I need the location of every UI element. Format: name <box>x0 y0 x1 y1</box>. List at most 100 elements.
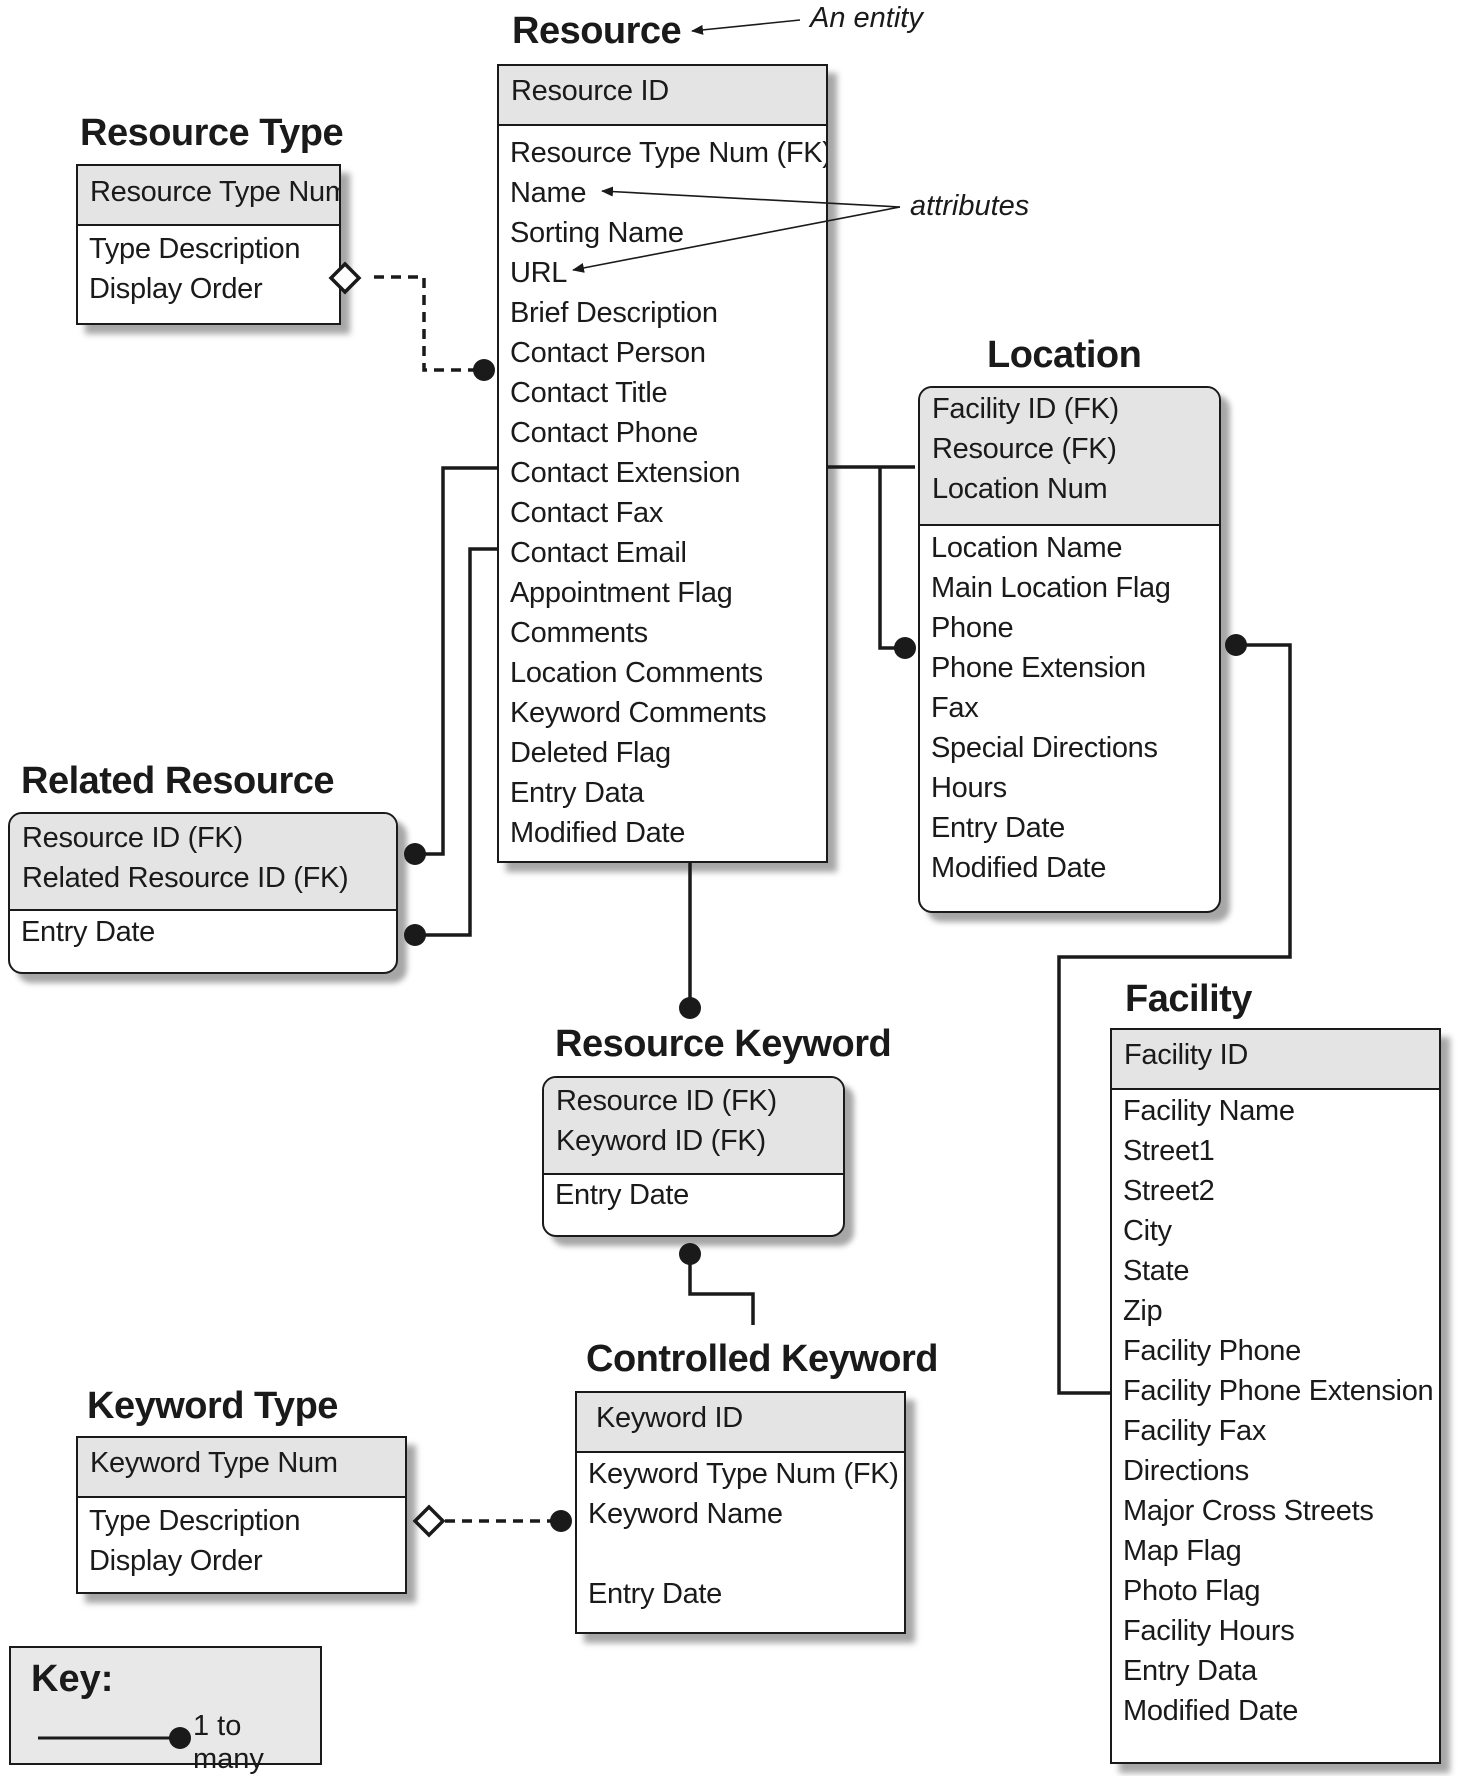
attribute-field: Modified Date <box>1123 1695 1299 1727</box>
attribute-field: State <box>1123 1255 1190 1287</box>
attribute-field: Directions <box>1123 1455 1249 1487</box>
primary-key-section: Resource ID (FK) Keyword ID (FK) <box>544 1078 843 1175</box>
attribute-field: Location Comments <box>510 657 763 689</box>
entity-title: Keyword Type <box>87 1385 338 1427</box>
attribute-field: Contact Email <box>510 537 687 569</box>
entity-box: Resource ID (FK) Related Resource ID (FK… <box>8 812 398 974</box>
entity-title: Resource Type <box>80 112 344 154</box>
many-dot <box>679 997 701 1019</box>
attribute-field: Phone Extension <box>931 652 1146 684</box>
attribute-field: Deleted Flag <box>510 737 671 769</box>
rel-resource-location <box>828 465 915 650</box>
rel-controlled-resource-keyword <box>688 1254 755 1325</box>
entity-title: Related Resource <box>21 760 335 802</box>
attribute-field: Hours <box>931 772 1007 804</box>
entity-arrow <box>691 19 801 35</box>
attribute-field: Type Description <box>89 1505 301 1537</box>
attribute-field: Special Directions <box>931 732 1158 764</box>
attribute-field: Contact Person <box>510 337 706 369</box>
attribute-field: City <box>1123 1215 1172 1247</box>
rel-resource-related-1 <box>415 466 497 856</box>
attribute-field: Entry Date <box>21 916 155 948</box>
legend-title: Key: <box>31 1658 114 1700</box>
attribute-field: Facility Fax <box>1123 1415 1267 1447</box>
many-dot <box>894 637 916 659</box>
key-field: Resource ID (FK) <box>556 1085 777 1117</box>
entity-title: Facility <box>1125 978 1252 1020</box>
attribute-field: Main Location Flag <box>931 572 1171 604</box>
many-dot <box>404 843 426 865</box>
attribute-field: Keyword Name <box>588 1498 783 1530</box>
many-dot <box>679 1243 701 1265</box>
attribute-field: Street2 <box>1123 1175 1215 1207</box>
attribute-field: Name <box>510 177 587 209</box>
attribute-field: Display Order <box>89 1545 263 1577</box>
entity-title: Controlled Keyword <box>586 1338 939 1380</box>
attribute-field: Display Order <box>89 273 263 305</box>
key-field: Location Num <box>932 473 1108 505</box>
attribute-field: Entry Date <box>555 1179 689 1211</box>
primary-key-section: Resource ID (FK) Related Resource ID (FK… <box>10 814 396 911</box>
attribute-list: Entry Date <box>10 911 396 952</box>
attribute-field: Fax <box>931 692 979 724</box>
attribute-field: Type Description <box>89 233 301 265</box>
entity-title: Resource Keyword <box>555 1023 892 1065</box>
rel-resource-type-resource <box>374 275 482 372</box>
entity-annotation: An entity <box>810 2 923 34</box>
entity-title: Resource <box>512 10 682 52</box>
legend-key: Key: 1 to many <box>9 1646 322 1775</box>
attribute-field: Entry Data <box>510 777 644 809</box>
attribute-field: Modified Date <box>931 852 1107 884</box>
attribute-field: Location Name <box>931 532 1123 564</box>
key-field: Facility ID <box>1124 1039 1248 1071</box>
rel-facility-location <box>1057 643 1292 1395</box>
key-field: Keyword ID <box>596 1402 743 1434</box>
primary-key-section: Keyword Type Num <box>78 1438 405 1498</box>
attribute-field: Street1 <box>1123 1135 1215 1167</box>
attribute-field: Facility Name <box>1123 1095 1295 1127</box>
attribute-field: Appointment Flag <box>510 577 733 609</box>
many-dot <box>550 1510 572 1532</box>
attribute-field: Phone <box>931 612 1014 644</box>
primary-key-section: Resource Type Num <box>78 166 339 226</box>
attribute-field: Keyword Type Num (FK) <box>588 1458 899 1490</box>
diamond-icon <box>328 261 362 295</box>
attribute-field: Sorting Name <box>510 217 684 249</box>
attribute-field: Facility Phone Extension <box>1123 1375 1434 1407</box>
attribute-arrow <box>572 206 901 273</box>
key-field: Facility ID (FK) <box>932 393 1119 425</box>
many-dot <box>404 924 426 946</box>
entity-box: Keyword ID Keyword Type Num (FK) Keyword … <box>575 1391 906 1634</box>
key-field: Resource ID <box>511 75 669 107</box>
rel-resource-related-2 <box>415 547 497 937</box>
attributes-annotation: attributes <box>910 190 1030 222</box>
attribute-field: Entry Date <box>931 812 1065 844</box>
attribute-field: Keyword Comments <box>510 697 767 729</box>
attribute-field: Major Cross Streets <box>1123 1495 1374 1527</box>
many-dot <box>1225 634 1247 656</box>
primary-key-section: Keyword ID <box>577 1393 904 1453</box>
attribute-field: Entry Data <box>1123 1655 1257 1687</box>
entity-title: Location <box>987 334 1142 376</box>
attribute-field: Facility Hours <box>1123 1615 1295 1647</box>
attribute-field: Zip <box>1123 1295 1163 1327</box>
key-field: Related Resource ID (FK) <box>22 862 349 894</box>
attribute-field: Photo Flag <box>1123 1575 1261 1607</box>
attribute-field: Modified Date <box>510 817 686 849</box>
key-field: Resource (FK) <box>932 433 1117 465</box>
primary-key-section: Facility ID (FK) Resource (FK) Location … <box>920 388 1219 526</box>
attribute-field: Resource Type Num (FK) <box>510 137 828 169</box>
attribute-field: Contact Fax <box>510 497 664 529</box>
key-field: Keyword ID (FK) <box>556 1125 766 1157</box>
attribute-list: Entry Date <box>544 1175 843 1215</box>
